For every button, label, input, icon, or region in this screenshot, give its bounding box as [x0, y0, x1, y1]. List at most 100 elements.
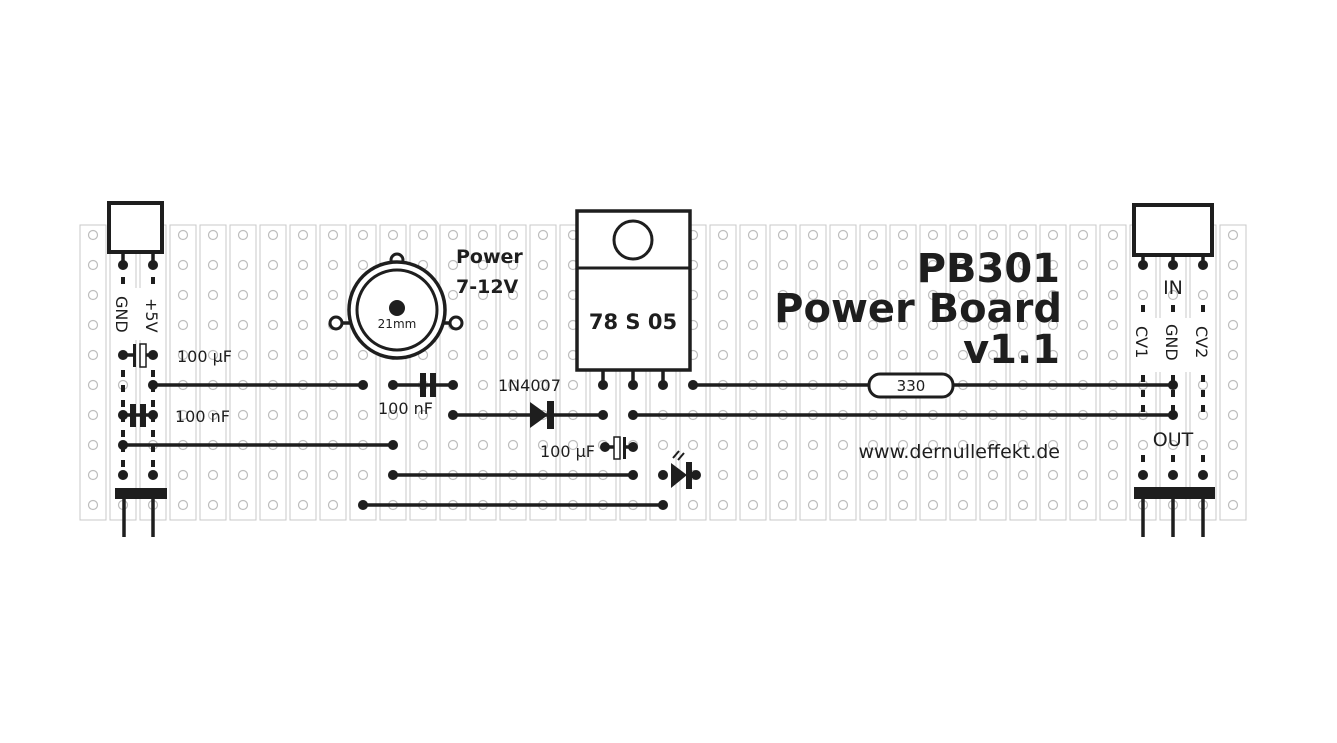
- hole: [477, 229, 489, 241]
- hole: [267, 499, 279, 511]
- hole: [897, 469, 909, 481]
- hole: [1077, 469, 1089, 481]
- hole: [507, 259, 519, 271]
- hole: [687, 439, 699, 451]
- hole: [1197, 439, 1209, 451]
- hole: [207, 259, 219, 271]
- hole: [537, 349, 549, 361]
- hole: [207, 409, 219, 421]
- board-version: v1.1: [963, 327, 1060, 373]
- right-cv-connector: IN CV1 GND CV2 OUT: [1132, 203, 1215, 537]
- hole: [837, 349, 849, 361]
- hole: [1227, 439, 1239, 451]
- hole: [297, 259, 309, 271]
- hole: [807, 349, 819, 361]
- hole: [867, 229, 879, 241]
- hole: [177, 409, 189, 421]
- hole: [1107, 289, 1119, 301]
- hole: [507, 439, 519, 451]
- hole: [1077, 349, 1089, 361]
- hole: [927, 349, 939, 361]
- hole: [1017, 289, 1029, 301]
- hole: [687, 499, 699, 511]
- hole: [507, 379, 519, 391]
- board-title-code: PB301: [917, 246, 1060, 292]
- hole: [537, 319, 549, 331]
- hole: [267, 289, 279, 301]
- cv2-label: CV2: [1192, 326, 1211, 358]
- hole: [747, 439, 759, 451]
- voltage-label: 7-12V: [456, 276, 519, 298]
- hole: [867, 499, 879, 511]
- hole: [717, 499, 729, 511]
- hole: [747, 499, 759, 511]
- hole: [297, 409, 309, 421]
- hole: [507, 229, 519, 241]
- hole: [987, 499, 999, 511]
- hole: [1227, 499, 1239, 511]
- hole: [567, 439, 579, 451]
- hole: [1227, 259, 1239, 271]
- hole: [777, 469, 789, 481]
- hole: [717, 289, 729, 301]
- hole: [87, 499, 99, 511]
- hole: [267, 469, 279, 481]
- hole: [87, 229, 99, 241]
- hole: [237, 229, 249, 241]
- hole: [567, 379, 579, 391]
- hole: [747, 289, 759, 301]
- c4-label: 100 µF: [540, 442, 595, 461]
- hole: [657, 439, 669, 451]
- hole: [267, 409, 279, 421]
- hole: [477, 319, 489, 331]
- hole: [957, 439, 969, 451]
- hole: [87, 409, 99, 421]
- hole: [957, 499, 969, 511]
- hole: [1077, 259, 1089, 271]
- label-bg: [1132, 318, 1214, 372]
- hole: [357, 229, 369, 241]
- hole: [987, 319, 999, 331]
- hole: [927, 229, 939, 241]
- hole: [957, 469, 969, 481]
- hole: [807, 439, 819, 451]
- hole: [507, 319, 519, 331]
- c2-label: 100 nF: [175, 407, 230, 426]
- hole: [1107, 439, 1119, 451]
- gnd-label: GND: [112, 296, 131, 333]
- hole: [987, 289, 999, 301]
- hole: [177, 499, 189, 511]
- hole: [1047, 349, 1059, 361]
- hole: [747, 349, 759, 361]
- hole: [87, 439, 99, 451]
- hole: [807, 229, 819, 241]
- hole: [747, 469, 759, 481]
- hole: [987, 259, 999, 271]
- copper-strip: [259, 224, 287, 521]
- hole: [777, 439, 789, 451]
- hole: [867, 439, 879, 451]
- in-label: IN: [1163, 277, 1183, 299]
- hole: [717, 349, 729, 361]
- hole: [837, 259, 849, 271]
- hole: [1107, 229, 1119, 241]
- dc-power-jack: 21mm: [328, 252, 464, 360]
- hole: [477, 379, 489, 391]
- hole: [1047, 499, 1059, 511]
- hole: [267, 229, 279, 241]
- hole: [537, 259, 549, 271]
- capacitor-c3: [388, 373, 458, 397]
- hole: [297, 469, 309, 481]
- diode-1n4007: [448, 401, 608, 429]
- hole: [327, 499, 339, 511]
- hole: [837, 229, 849, 241]
- hole: [897, 289, 909, 301]
- hole: [1167, 439, 1179, 451]
- hole: [927, 319, 939, 331]
- hole: [867, 259, 879, 271]
- hole: [87, 259, 99, 271]
- hole: [837, 499, 849, 511]
- hole: [537, 379, 549, 391]
- hole: [1047, 229, 1059, 241]
- hole: [747, 259, 759, 271]
